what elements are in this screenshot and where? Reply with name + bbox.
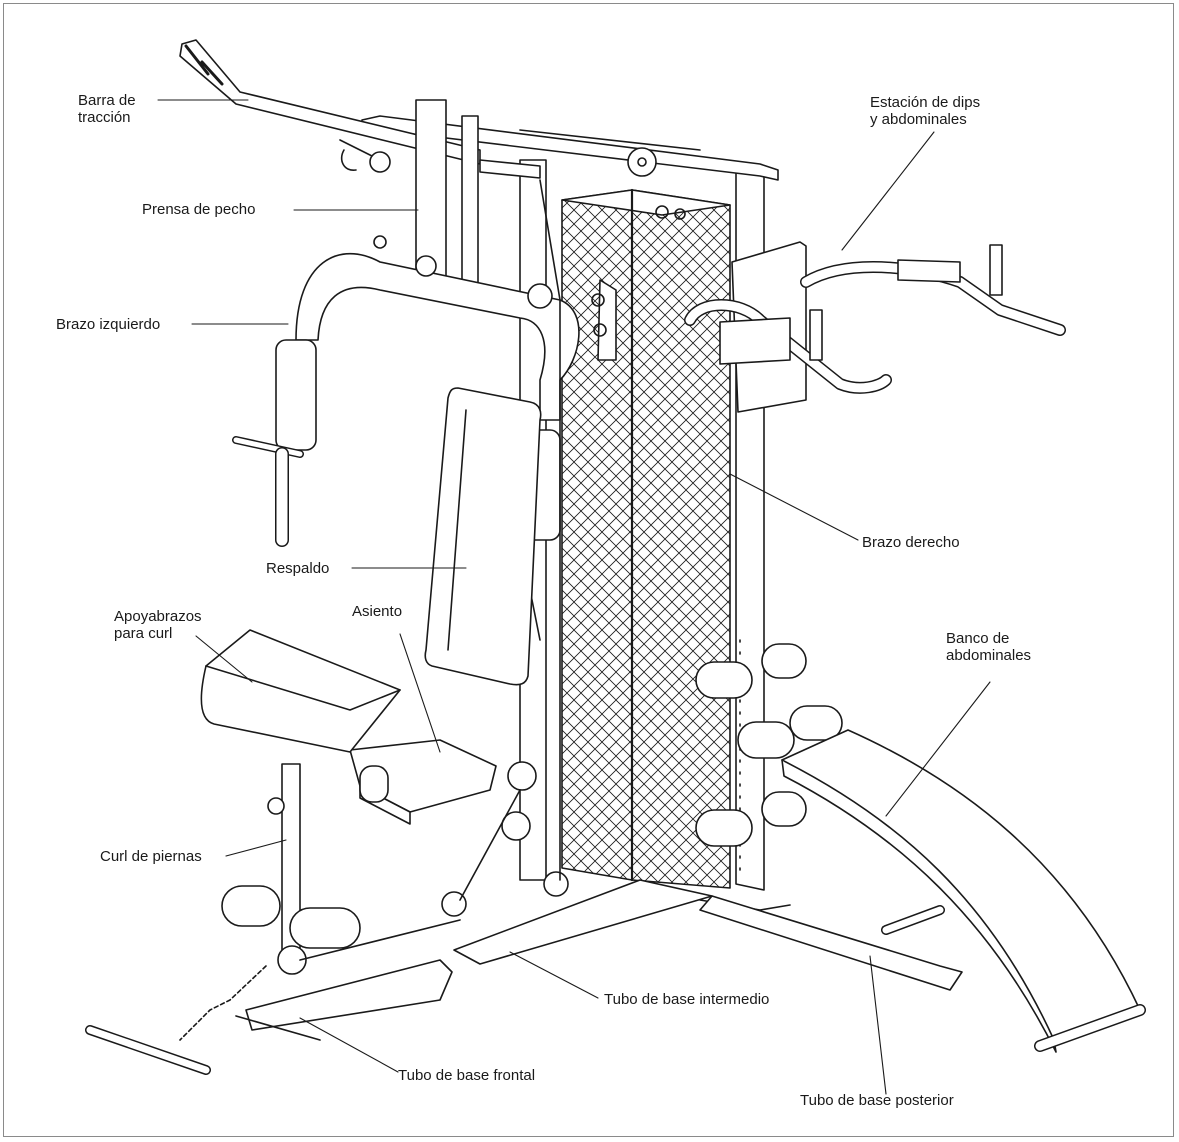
seat bbox=[349, 739, 497, 825]
label-front-base-tube: Tubo de base frontal bbox=[398, 1067, 536, 1084]
tower-rollers bbox=[695, 643, 843, 847]
dip-station bbox=[684, 241, 1066, 413]
label-backrest: Respaldo bbox=[266, 560, 330, 577]
label-chest-press: Prensa de pecho bbox=[142, 201, 256, 218]
leg-curl-rollers bbox=[85, 885, 361, 1075]
backrest bbox=[424, 387, 542, 686]
pulleys bbox=[441, 179, 569, 917]
label-left-arm: Brazo izquierdo bbox=[56, 316, 161, 333]
pull-bar bbox=[179, 39, 481, 173]
label-curl-pad: Apoyabrazos para curl bbox=[114, 608, 202, 642]
label-leg-curl: Curl de piernas bbox=[100, 848, 202, 865]
label-seat: Asiento bbox=[352, 603, 403, 620]
label-rear-base-tube: Tubo de base posterior bbox=[800, 1092, 954, 1109]
ab-bench bbox=[781, 729, 1146, 1053]
label-pull-bar: Barra de tracción bbox=[78, 92, 136, 126]
base-tubes bbox=[235, 879, 963, 1041]
weight-stack-tower bbox=[561, 188, 731, 889]
label-middle-base-tube: Tubo de base intermedio bbox=[604, 991, 770, 1008]
label-ab-bench: Banco de abdominales bbox=[946, 630, 1032, 664]
leader-lines bbox=[157, 99, 991, 1095]
label-dip-station: Estación de dips y abdominales bbox=[870, 94, 981, 128]
label-right-arm: Brazo derecho bbox=[862, 534, 960, 551]
